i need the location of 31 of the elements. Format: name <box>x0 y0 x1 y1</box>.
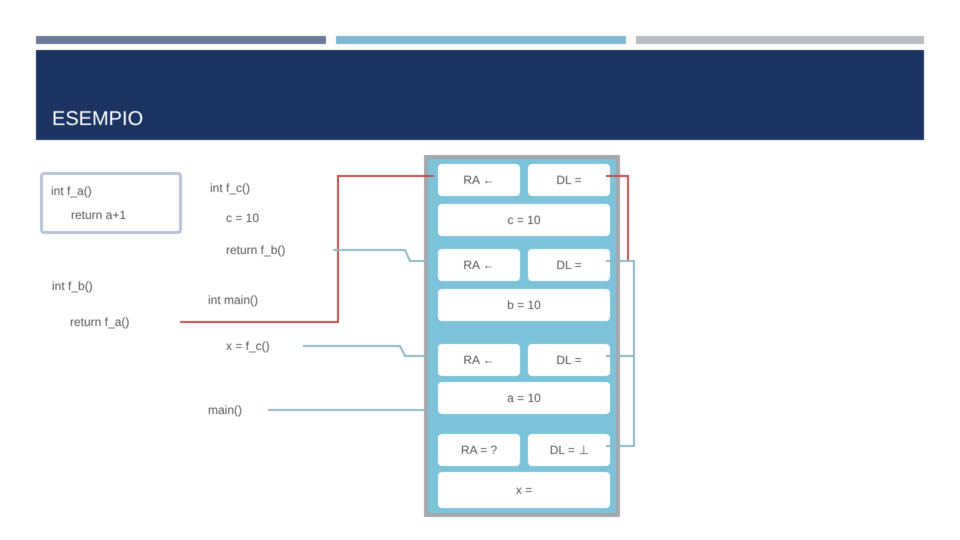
code-line: return a+1 <box>71 207 126 224</box>
stack-cell: DL = <box>528 344 610 376</box>
code-line: int f_c() <box>210 180 250 197</box>
stack-cell: DL = ⊥ <box>528 434 610 466</box>
stack-cell: x = <box>438 472 610 508</box>
code-line: x = f_c() <box>226 336 303 356</box>
title: ESEMPIO <box>52 107 144 132</box>
code-line: int f_b() <box>52 278 93 295</box>
connector <box>333 249 434 262</box>
stack-cell: RA = ? <box>438 434 520 466</box>
code-line: int f_a() <box>51 183 92 200</box>
code-line: main() <box>208 400 268 420</box>
code-box <box>40 172 182 234</box>
stack-cell: RA ← <box>438 249 520 281</box>
connector <box>606 260 635 357</box>
connector <box>180 175 434 323</box>
stack-cell: c = 10 <box>438 204 610 236</box>
code-line: return f_a() <box>70 312 180 332</box>
stack-frame <box>424 155 620 517</box>
stack-cell: RA ← <box>438 164 520 196</box>
connector <box>606 355 635 447</box>
stack-cell: DL = <box>528 164 610 196</box>
stack-cell: b = 10 <box>438 289 610 321</box>
code-line: return f_b() <box>226 240 333 260</box>
stack-cell: DL = <box>528 249 610 281</box>
connector <box>303 345 434 357</box>
stack-cell: a = 10 <box>438 382 610 414</box>
code-line: int main() <box>208 292 258 309</box>
code-line: c = 10 <box>226 210 260 227</box>
stack-cell: RA ← <box>438 344 520 376</box>
connector <box>268 409 434 411</box>
